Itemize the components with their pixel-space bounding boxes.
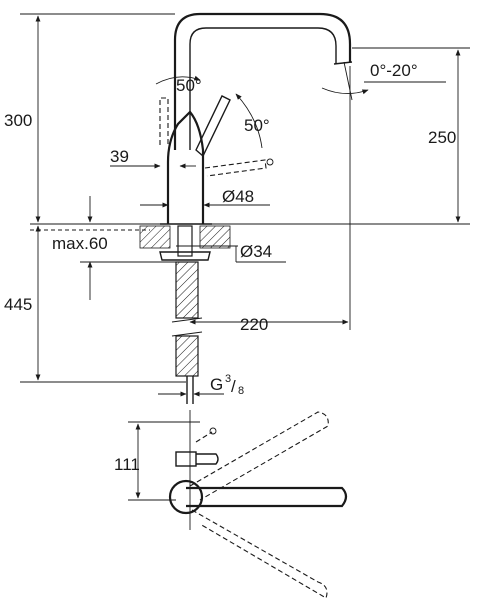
hose-upper: [175, 261, 199, 319]
base-top-circle: [168, 479, 204, 515]
worktop-section-left: [139, 225, 171, 249]
thread-prefix-label: G: [210, 375, 223, 394]
hole-diameter-label: Ø34: [240, 242, 272, 261]
swivel-angle-arc: [155, 75, 201, 85]
hose-break-1: [171, 317, 203, 323]
lever-top-arm: [196, 453, 219, 465]
spout-outlet: [333, 61, 353, 65]
mounting-shank: [177, 225, 193, 257]
lever-top: [175, 451, 197, 467]
top-depth-label: 111: [114, 455, 140, 474]
lever-top-swing: [195, 431, 213, 443]
mounting-nut: [159, 251, 211, 261]
top-view: 111: [114, 410, 348, 599]
spout-outer: [173, 12, 352, 150]
hose-break-2: [171, 331, 203, 337]
side-view: 300 250 50° 50° 0°-20° 39 Ø48 Ø34 max.60…: [4, 12, 470, 404]
base-diameter-label: Ø48: [222, 187, 254, 206]
lever-offset-label: 39: [110, 147, 129, 166]
lever-handle: [195, 95, 231, 158]
lever-tip-mark: [266, 158, 274, 166]
tilt-angle-arc: [321, 87, 369, 95]
thread-numerator-label: 3: [225, 373, 231, 385]
swivel-angle-label: 50°: [176, 76, 202, 95]
lever-angle-label: 50°: [244, 116, 270, 135]
thread-slash: /: [231, 377, 236, 396]
thread-denominator-label: 8: [238, 385, 244, 397]
hose-lower: [175, 335, 199, 377]
lever-swing-mark: [209, 427, 217, 435]
worktop-section-right: [199, 225, 231, 249]
total-height-label: 300: [4, 111, 32, 130]
faucet-body: [166, 110, 205, 224]
max-deck-label: max.60: [52, 234, 108, 253]
spout-reach-label: 220: [240, 315, 268, 334]
lever-angle-arc: [235, 93, 263, 149]
spout-tilt-label: 0°-20°: [370, 61, 418, 80]
tilt-reference-line: [343, 61, 353, 101]
spout-inner: [189, 27, 337, 150]
spout-swivel-up: [189, 411, 329, 501]
spout-swivel-down: [191, 509, 328, 599]
lever-position-forward: [204, 159, 267, 177]
spout-height-label: 250: [428, 128, 456, 147]
spout-top-arm: [186, 486, 348, 508]
lever-position-back: [159, 97, 169, 145]
hose-length-label: 445: [4, 295, 32, 314]
